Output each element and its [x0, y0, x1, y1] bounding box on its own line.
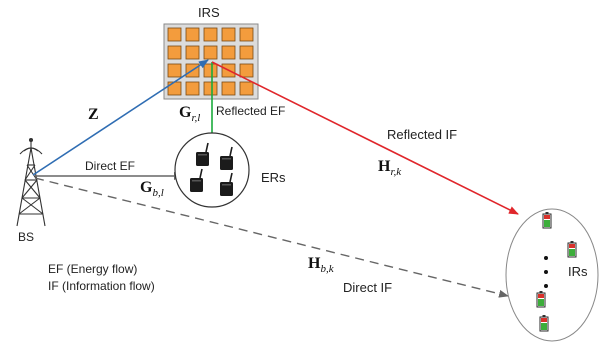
router-icon — [196, 142, 209, 166]
ellipsis-dot — [544, 256, 548, 260]
router-icon — [190, 168, 203, 192]
irs-users-label: IRs — [568, 264, 588, 279]
ers-label: ERs — [261, 170, 286, 185]
er-group — [174, 132, 250, 208]
irs-element — [203, 81, 218, 96]
irs-element — [185, 27, 200, 42]
reflected-if-label: Reflected IF — [387, 127, 457, 142]
irs-element — [239, 45, 254, 60]
irs-element — [185, 45, 200, 60]
router-icon — [220, 146, 233, 170]
battery-icon — [536, 291, 546, 308]
z-channel-label: Z — [88, 106, 99, 123]
g-bl-label: Gb,l — [140, 179, 164, 199]
battery-icon — [567, 241, 577, 258]
irs-element — [167, 45, 182, 60]
irs-panel — [163, 23, 259, 100]
irs-label: IRS — [198, 5, 220, 20]
z-link — [32, 59, 209, 176]
ellipsis-dot — [544, 284, 548, 288]
irs-element — [167, 27, 182, 42]
router-icon — [220, 172, 233, 196]
tower-icon — [16, 137, 46, 227]
irs-element — [203, 63, 218, 78]
direct-if-link — [34, 177, 509, 298]
irs-element-grid — [167, 27, 254, 96]
irs-element — [239, 81, 254, 96]
legend-if: IF (Information flow) — [48, 279, 155, 293]
er-device-group — [190, 142, 233, 196]
direct-ef-label: Direct EF — [85, 159, 135, 173]
battery-icon — [539, 315, 549, 332]
bs-label: BS — [18, 230, 34, 244]
irs-element — [221, 27, 236, 42]
ir-device-group — [536, 212, 577, 332]
irs-element — [167, 81, 182, 96]
ir-group — [505, 208, 599, 342]
irs-element — [203, 45, 218, 60]
irs-element — [203, 27, 218, 42]
irs-element — [167, 63, 182, 78]
ellipsis-dot — [544, 270, 548, 274]
legend-ef: EF (Energy flow) — [48, 262, 137, 276]
reflected-if-link — [211, 61, 519, 215]
direct-if-label: Direct IF — [343, 280, 392, 295]
irs-element — [221, 45, 236, 60]
h-bk-label: Hb,k — [308, 255, 335, 275]
irs-element — [239, 27, 254, 42]
irs-element — [221, 81, 236, 96]
battery-icon — [542, 212, 552, 229]
h-rk-label: Hr,k — [378, 158, 402, 178]
irs-element — [239, 63, 254, 78]
irs-element — [185, 81, 200, 96]
reflected-ef-label: Reflected EF — [216, 104, 285, 118]
g-rl-label: Gr,l — [179, 104, 200, 124]
